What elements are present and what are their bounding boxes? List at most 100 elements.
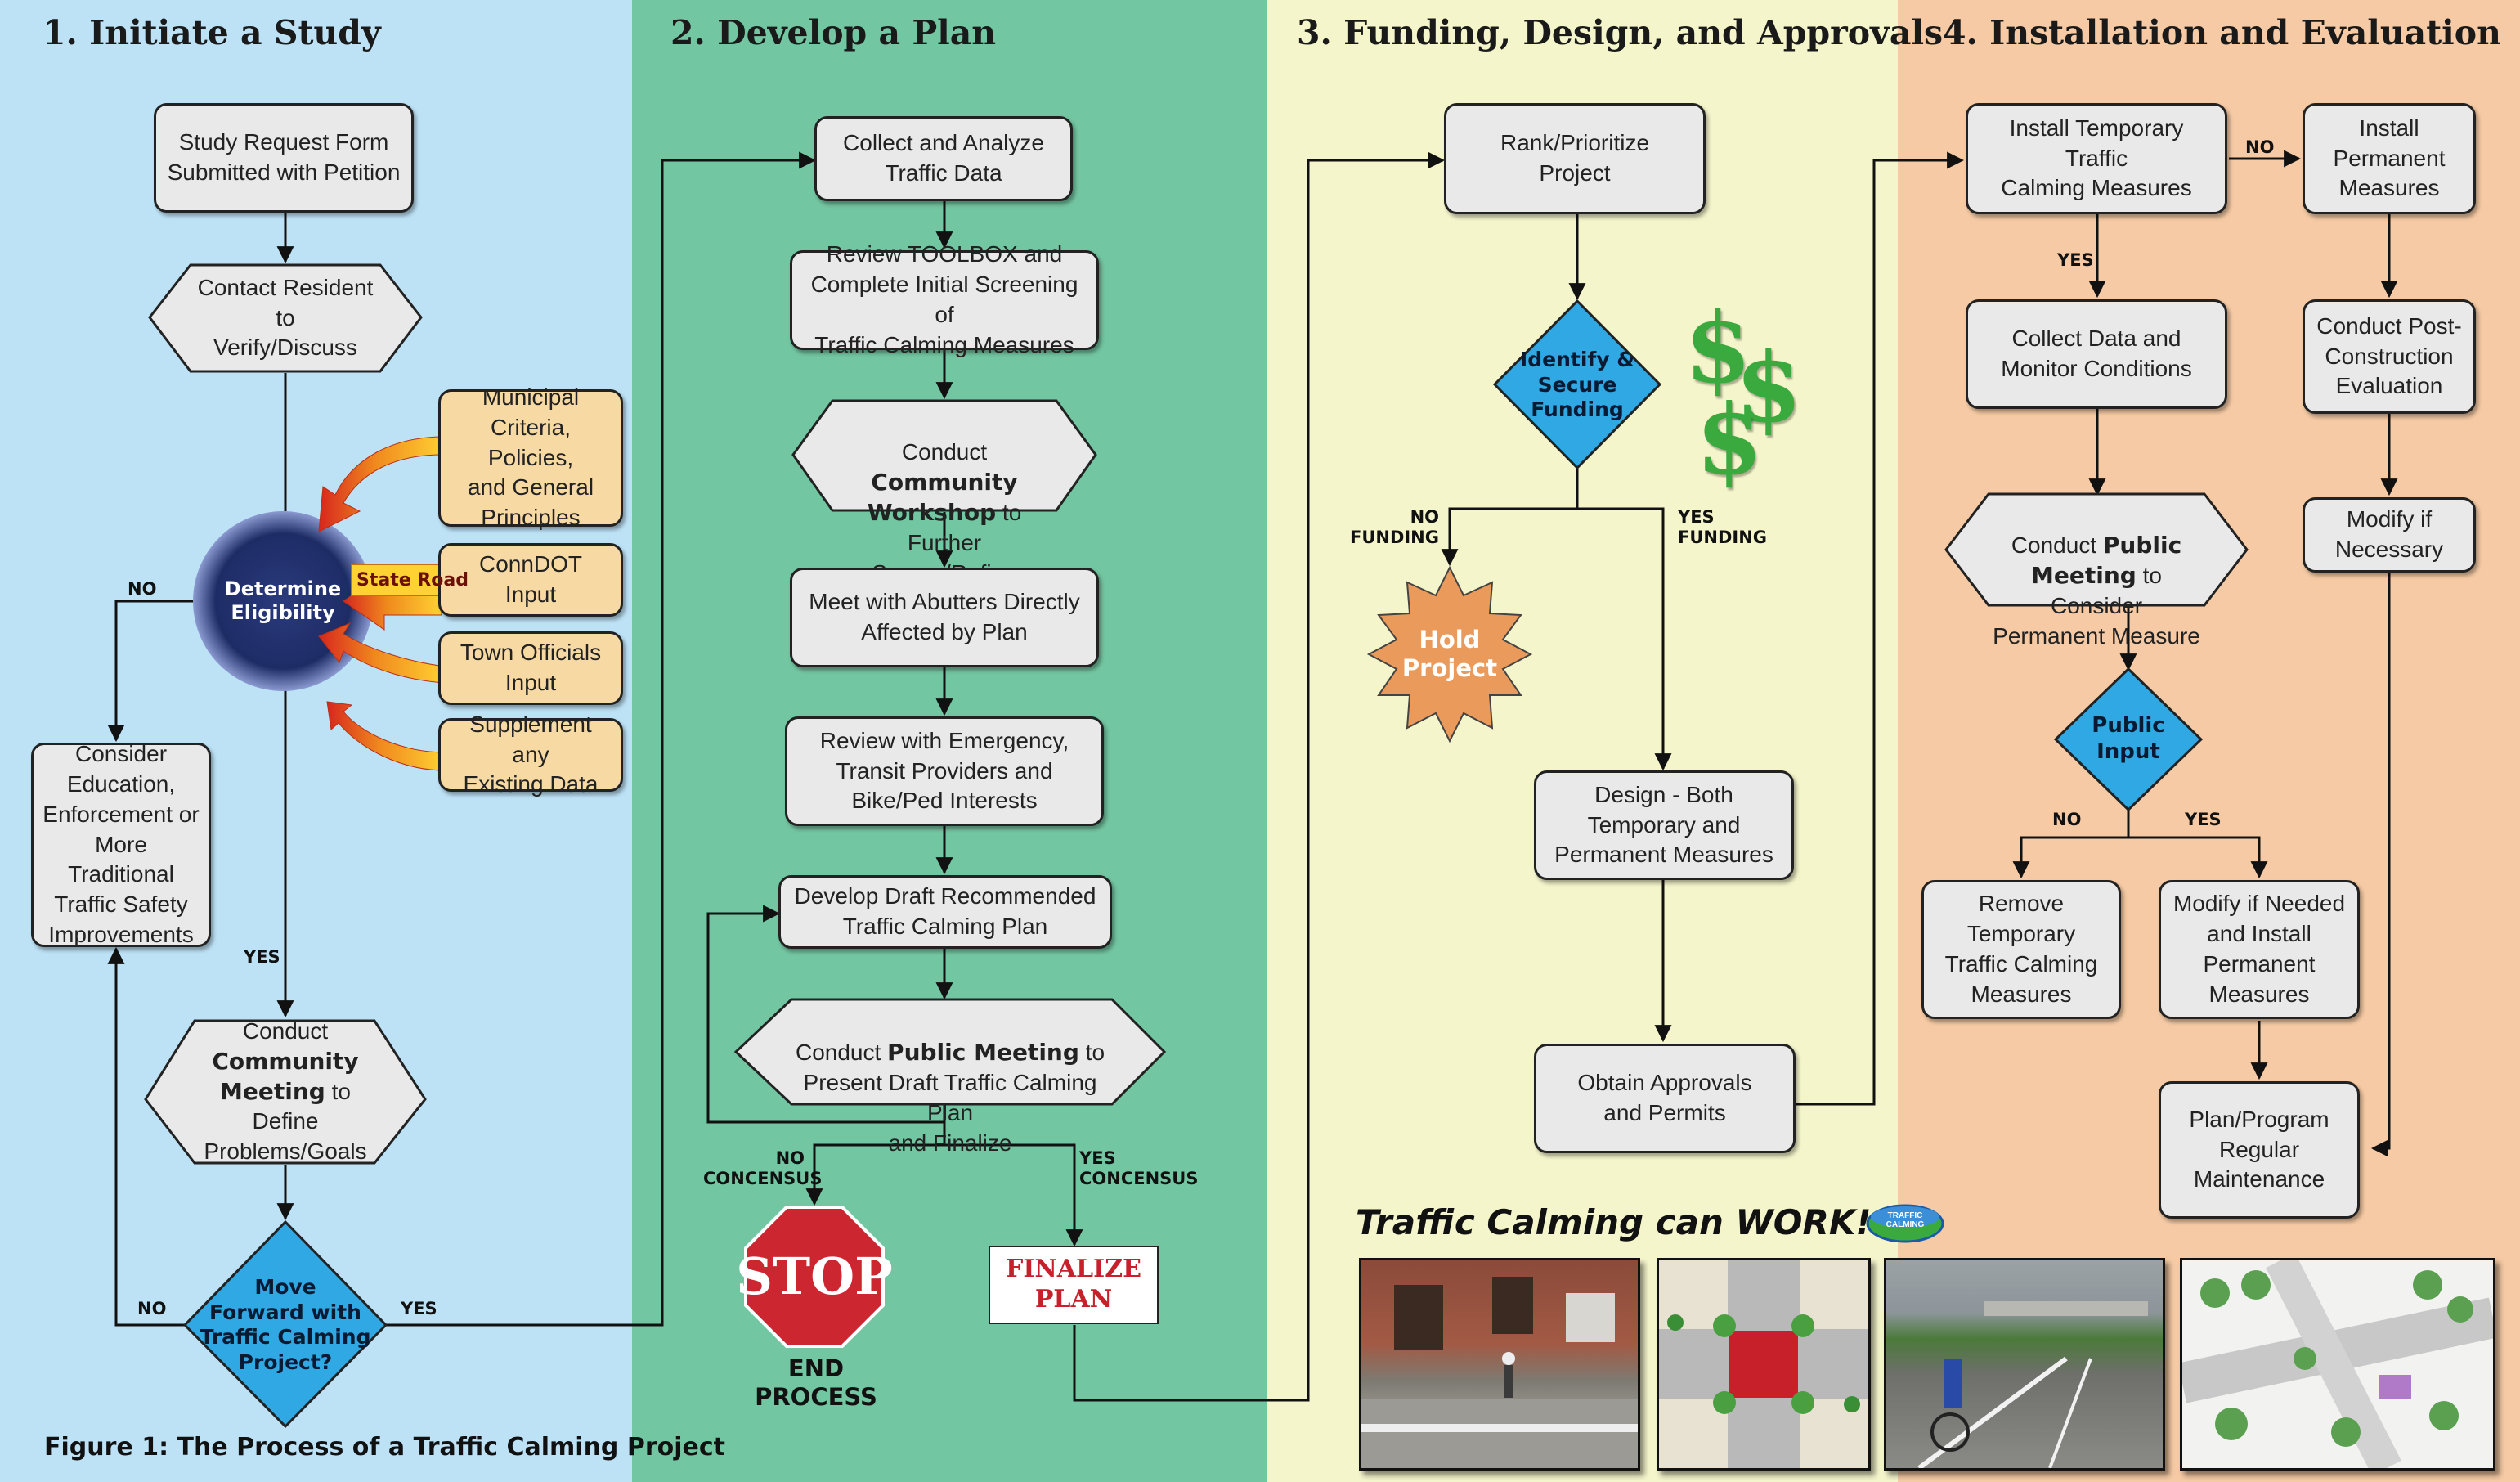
column-3-background bbox=[1267, 0, 1898, 1482]
public-input-diamond bbox=[2053, 667, 2204, 812]
finalize-plan-label: FINALIZE PLAN bbox=[1006, 1255, 1141, 1314]
input-arrows bbox=[318, 436, 451, 771]
bike-lane-photo bbox=[1884, 1258, 2165, 1471]
site-plan-rendering bbox=[2180, 1258, 2495, 1471]
public-meeting-post: to Present Draft Traffic Calming Plan an… bbox=[803, 1039, 1105, 1156]
community-workshop-hexagon bbox=[791, 399, 1097, 512]
study-request-box: Study Request Form Submitted with Petiti… bbox=[154, 103, 414, 213]
review-emergency-box: Review with Emergency, Transit Providers… bbox=[785, 716, 1104, 826]
contact-resident-hexagon bbox=[148, 263, 423, 373]
public-meeting-label: Conduct Public Meeting to Present Draft … bbox=[736, 999, 1164, 1156]
column-1-heading: 1. Initiate a Study bbox=[43, 13, 381, 52]
traffic-calming-logo-top bbox=[1871, 1206, 1939, 1228]
street-photo-1-art bbox=[1361, 1277, 1638, 1468]
column-2-heading: 2. Develop a Plan bbox=[670, 13, 997, 52]
hold-project-label: Hold Project bbox=[1401, 625, 1498, 682]
end-process-label: END PROCESS bbox=[755, 1354, 877, 1411]
public-meeting-permanent-bold: Public Meeting bbox=[2031, 531, 2182, 589]
install-permanent-box: Install Permanent Measures bbox=[2303, 103, 2476, 214]
workshop-pre: Conduct bbox=[901, 438, 988, 465]
move-forward-label: Move Forward with Traffic Calming Projec… bbox=[200, 1275, 371, 1374]
no-label-eligibility: NO bbox=[128, 579, 157, 599]
design-box: Design - Both Temporary and Permanent Me… bbox=[1534, 770, 1794, 880]
dollar-sign-icon: $ bbox=[1684, 291, 1752, 405]
modify-if-necessary-box: Modify if Necessary bbox=[2303, 497, 2476, 573]
collect-monitor-box: Collect Data and Monitor Conditions bbox=[1966, 299, 2227, 409]
identify-funding-diamond bbox=[1492, 299, 1662, 470]
public-meeting-permanent-post: to Consider Permanent Measure bbox=[1993, 562, 2200, 649]
dollar-sign-icon-3: $ bbox=[1696, 383, 1764, 496]
public-meeting-permanent-label: Conduct Public Meeting to Consider Perma… bbox=[1946, 494, 2247, 649]
supplement-data-box: Supplement any Existing Data bbox=[438, 712, 623, 797]
no-label-install: NO bbox=[2245, 137, 2275, 157]
arrow-lines bbox=[107, 150, 2398, 1402]
rank-prioritize-box: Rank/Prioritize Project bbox=[1444, 103, 1706, 214]
yes-label-install: YES bbox=[2057, 250, 2094, 270]
stop-sign-label: STOP bbox=[736, 1246, 893, 1307]
review-toolbox-box: Review TOOLBOX and Complete Initial Scre… bbox=[790, 241, 1099, 357]
public-meeting-pre: Conduct bbox=[795, 1039, 888, 1065]
no-label-move-forward: NO bbox=[137, 1299, 167, 1318]
site-plan-art bbox=[2182, 1260, 2493, 1468]
identify-funding-label: Identify & Secure Funding bbox=[1519, 348, 1635, 422]
tagline: Traffic Calming can WORK! bbox=[1356, 1202, 1872, 1242]
eligibility-label: Determine Eligibility bbox=[224, 577, 342, 624]
no-consensus-label: NO CONCENSUS bbox=[703, 1148, 823, 1189]
community-meeting-hexagon bbox=[144, 1019, 427, 1165]
town-officials-box: Town Officials Input bbox=[438, 631, 623, 705]
workshop-bold-1: Community bbox=[871, 468, 1018, 496]
intersection-art bbox=[1659, 1260, 1868, 1468]
flame-arrow-town bbox=[318, 622, 446, 684]
yes-label-public-input: YES bbox=[2185, 810, 2222, 829]
municipal-criteria-box: Municipal Criteria, Policies, and Genera… bbox=[438, 384, 623, 530]
no-funding-label: NO FUNDING bbox=[1349, 507, 1439, 548]
community-meeting-pre: Conduct bbox=[242, 1017, 329, 1044]
public-input-label: Public Input bbox=[2092, 713, 2165, 764]
column-3-heading: 3. Funding, Design, and Approvals bbox=[1297, 13, 1944, 52]
flame-arrow-supplement bbox=[326, 701, 446, 771]
public-meeting-bold: Public Meeting bbox=[887, 1038, 1079, 1066]
remove-temporary-box: Remove Temporary Traffic Calming Measure… bbox=[1921, 880, 2121, 1019]
meet-abutters-box: Meet with Abutters Directly Affected by … bbox=[790, 568, 1099, 667]
community-meeting-label: Conduct Community Meeting to Define Prob… bbox=[146, 1018, 425, 1165]
column-4-background bbox=[1898, 0, 2520, 1482]
plan-program-box: Plan/Program Regular Maintenance bbox=[2159, 1081, 2360, 1219]
community-meeting-post: to Define Problems/Goals bbox=[204, 1078, 367, 1165]
community-meeting-bold: Community Meeting bbox=[212, 1047, 359, 1105]
bike-lane-art bbox=[1917, 1301, 2148, 1468]
yes-consensus-label: YES CONCENSUS bbox=[1079, 1148, 1199, 1189]
install-temporary-box: Install Temporary Traffic Calming Measur… bbox=[1966, 103, 2227, 214]
public-meeting-permanent-hexagon bbox=[1944, 492, 2249, 607]
yes-label-move-forward: YES bbox=[401, 1299, 437, 1318]
figure-caption: Figure 1: The Process of a Traffic Calmi… bbox=[44, 1433, 725, 1462]
stop-sign-octagon bbox=[744, 1206, 885, 1348]
no-label-public-input: NO bbox=[2052, 810, 2082, 829]
obtain-approvals-box: Obtain Approvals and Permits bbox=[1534, 1044, 1796, 1153]
column-4-heading: 4. Installation and Evaluation bbox=[1943, 13, 2501, 52]
public-meeting-hexagon bbox=[733, 998, 1167, 1106]
yes-funding-label: YES FUNDING bbox=[1678, 507, 1768, 548]
state-road-label: State Road bbox=[356, 570, 469, 591]
develop-draft-box: Develop Draft Recommended Traffic Calmin… bbox=[778, 875, 1112, 949]
traffic-calming-logo-text: TRAFFIC CALMING bbox=[1886, 1211, 1925, 1229]
finalize-plan-box bbox=[989, 1246, 1159, 1324]
workshop-bold-2: Workshop bbox=[867, 498, 997, 526]
intersection-diagram-photo bbox=[1657, 1258, 1871, 1471]
conndot-input-box: ConnDOT Input bbox=[438, 543, 623, 617]
yes-label-eligibility: YES bbox=[244, 947, 280, 967]
modify-install-box: Modify if Needed and Install Permanent M… bbox=[2159, 880, 2360, 1019]
post-construction-box: Conduct Post- Construction Evaluation bbox=[2303, 299, 2476, 414]
dollar-sign-icon-2: $ bbox=[1735, 330, 1803, 444]
street-photo-1 bbox=[1359, 1258, 1640, 1471]
community-meeting-rest: Community Meeting to Define Problems/Goa… bbox=[188, 1047, 383, 1168]
collect-traffic-box: Collect and Analyze Traffic Data bbox=[814, 116, 1073, 201]
public-meeting-permanent-pre: Conduct bbox=[2011, 532, 2103, 558]
flame-arrow-municipal bbox=[318, 436, 446, 532]
hold-project-starburst bbox=[1366, 565, 1533, 743]
move-forward-diamond bbox=[182, 1219, 388, 1429]
contact-resident-label: Contact Resident to Verify/Discuss bbox=[197, 274, 374, 361]
consider-education-box: Consider Education, Enforcement or More … bbox=[31, 741, 211, 947]
